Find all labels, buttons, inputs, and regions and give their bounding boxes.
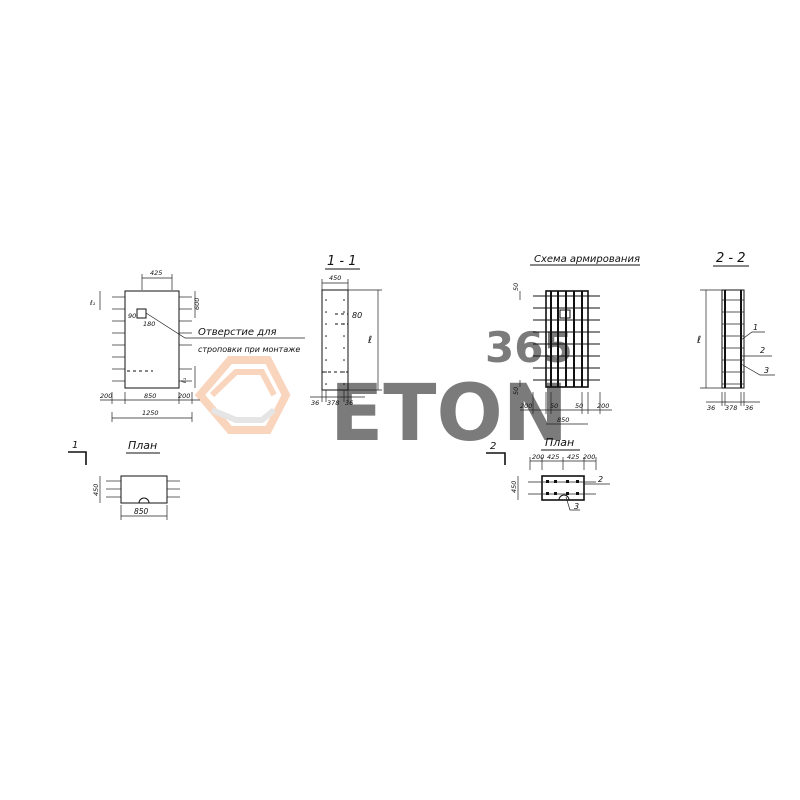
section-1-dim-length: ℓ [368,335,372,346]
plan-left-mark: 1 [72,440,78,451]
section-2-outline [721,289,745,389]
left-dim-top: 425 [150,269,162,277]
section-1-1: 1 - 1 450 80 ℓ 36 378 36 [310,254,382,407]
plan-right-bars [546,480,579,495]
reinforcement-title: Схема армирования [534,254,640,265]
watermark-number: 365 [485,323,573,372]
reinforcement-dim-b1: 200 [520,402,532,410]
watermark-brand: ETON [330,369,568,459]
plan-right-mark: 2 [490,441,496,452]
left-dim-side-top: 600 [193,298,201,310]
reinforcement-verticals [550,291,583,387]
plan-left-dim-side: 450 [92,484,100,496]
section-2-dim-b1: 36 [707,404,715,412]
reinforcement-dim-bot: 50 [512,387,520,395]
left-elevation-hole [136,308,147,319]
section-1-dim-top: 450 [329,274,341,282]
left-elevation-outline [124,290,180,389]
reinforcement-dim-b4: 200 [597,402,609,410]
reinforcement-dim-b3: 50 [575,402,583,410]
plan-right: 2 План 200 425 425 200 450 2 [486,436,610,511]
section-1-dim-hole: 80 [352,311,362,320]
plan-right-cut-mark [486,452,506,465]
left-dim-bottom-right: 200 [178,392,190,400]
reinforcement-horizontals [533,295,600,381]
reinforcement-scheme: Схема армирования 50 50 200 50 [512,254,640,425]
plan-left-notch [138,497,150,504]
left-note-line1: Отверстие для [198,327,277,338]
left-dim-l1: ℓ₁ [90,299,96,307]
plan-left-cut-mark [68,451,87,465]
section-2-title: 2 - 2 [716,251,746,266]
left-note-line2: строповки при монтаже [198,345,300,354]
plan-left-title: План [128,439,157,452]
plan-right-outline [541,475,585,501]
left-dim-bottom-mid: 850 [144,392,156,400]
reinforcement-dim-total: 850 [557,416,569,424]
section-2-dim-b2: 378 [725,404,737,412]
section-1-dim-b2: 378 [327,399,339,407]
reinforcement-dim-top: 50 [512,283,520,291]
section-1-dim-b1: 36 [311,399,319,407]
section-2-dim-length: ℓ [697,335,701,346]
plan-right-callout-2: 2 [598,475,603,484]
plan-right-dim-c: 425 [567,453,579,461]
section-2-2: 2 - 2 ℓ 1 2 3 36 378 36 [697,251,775,412]
plan-left: 1 План 450 850 [68,439,180,520]
plan-right-title: План [545,436,574,449]
plan-right-callout-3: 3 [574,502,579,511]
plan-right-dim-a: 200 [532,453,544,461]
left-elevation: 425 ℓ₁ 600 ℓ₁ 90 180 200 850 200 1250 От… [90,269,305,422]
left-note-leader [145,312,305,339]
section-1-title: 1 - 1 [327,254,357,269]
left-dim-total: 1250 [142,409,159,417]
plan-left-outline [120,475,168,504]
section-2-callout-2: 2 [760,346,765,355]
reinforcement-dim-b2: 50 [550,402,558,410]
section-1-outline [321,289,349,391]
section-1-dim-b3: 36 [345,399,353,407]
left-dim-side-low: ℓ₁ [180,377,188,383]
plan-right-dim-side: 450 [510,481,518,493]
plan-left-dim-bottom: 850 [134,507,149,516]
plan-right-dim-b: 425 [547,453,559,461]
left-dim-hole-b: 180 [143,320,155,328]
section-2-dim-b3: 36 [745,404,753,412]
watermark-logo-icon [194,356,291,434]
plan-right-dim-d: 200 [583,453,595,461]
section-2-callout-3: 3 [764,366,769,375]
left-dim-hole-a: 90 [128,312,136,320]
section-2-callout-1: 1 [753,323,758,332]
left-elevation-ticks [112,296,192,382]
left-dim-bottom-left: 200 [100,392,112,400]
